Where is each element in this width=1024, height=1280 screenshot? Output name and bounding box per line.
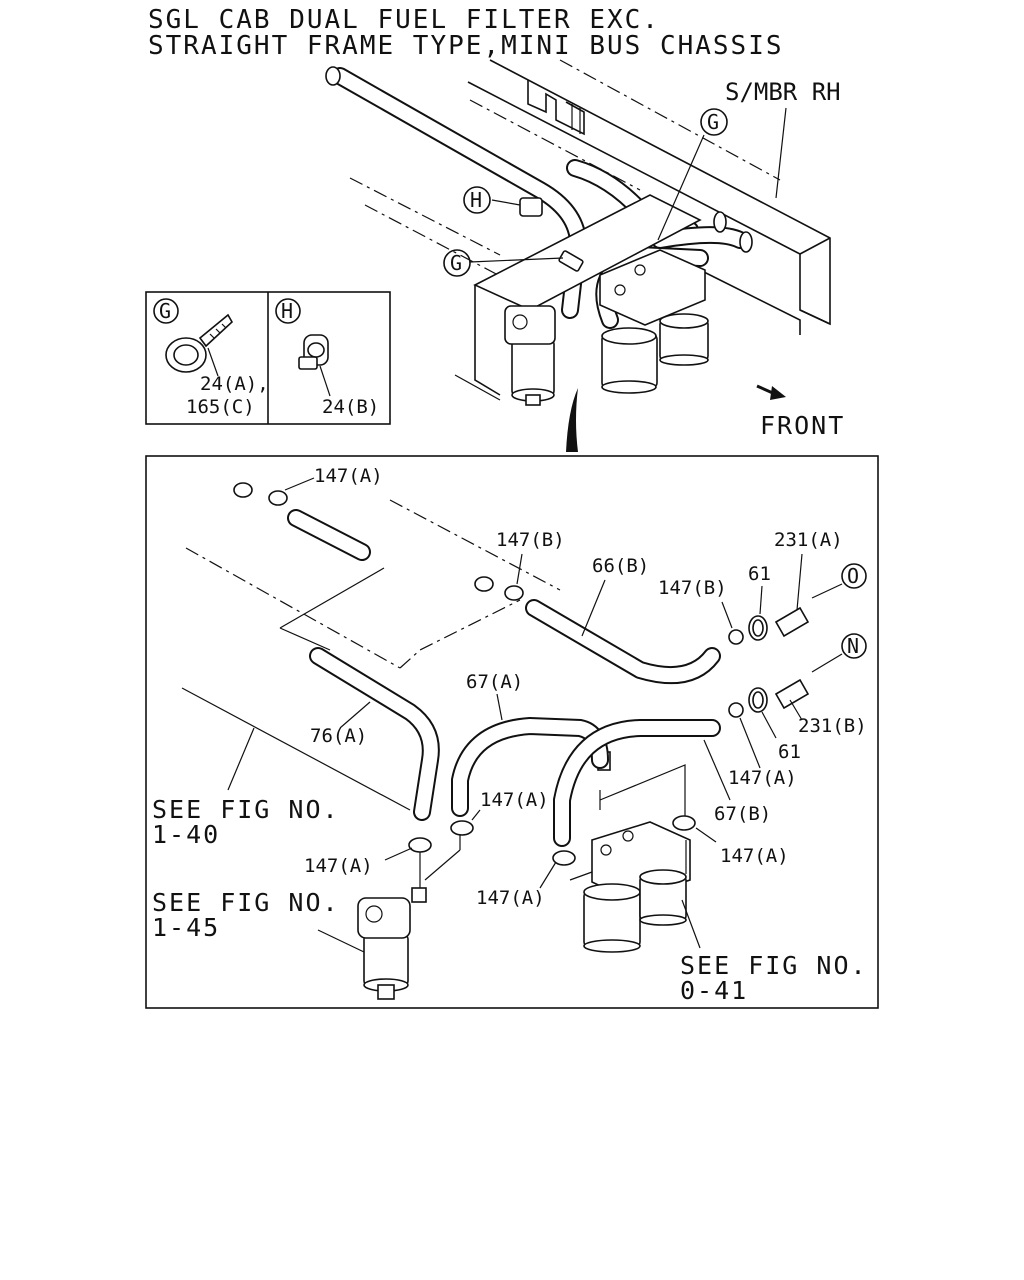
callout-g-left: G <box>450 251 462 275</box>
label-147b-mid: 147(B) <box>496 529 565 551</box>
inset-g-part-line1: 24(A), <box>200 373 269 395</box>
top-assembly-view: S/MBR RH <box>325 59 845 452</box>
label-67b: 67(B) <box>714 803 771 825</box>
ref-fig-1-40-line1: SEE FIG NO. <box>152 795 340 824</box>
diagram-title-line2: STRAIGHT FRAME TYPE,MINI BUS CHASSIS <box>148 31 784 61</box>
label-61-top: 61 <box>748 563 771 585</box>
label-66b: 66(B) <box>592 555 649 577</box>
label-147a-top: 147(A) <box>314 465 383 487</box>
label-61-bottom: 61 <box>778 741 801 763</box>
top-filter-assembly <box>504 249 709 406</box>
dual-fuel-filter <box>569 821 691 953</box>
side-member-label: S/MBR RH <box>725 78 841 106</box>
label-147a-left: 147(A) <box>304 855 373 877</box>
label-147b-right: 147(B) <box>658 577 727 599</box>
label-67a: 67(A) <box>466 671 523 693</box>
hose-clip-icon <box>298 334 329 370</box>
inset-g-marker: G <box>159 299 171 323</box>
label-147a-right: 147(A) <box>728 767 797 789</box>
diagram-title-line1: SGL CAB DUAL FUEL FILTER EXC. <box>148 5 660 35</box>
ref-fig-0-41-line1: SEE FIG NO. <box>680 951 868 980</box>
callout-g-right: G <box>707 110 719 134</box>
side-member-rh <box>349 59 831 335</box>
detail-pointer-arrow <box>566 388 578 452</box>
ref-fig-1-40-line2: 1-40 <box>152 820 220 849</box>
label-231a: 231(A) <box>774 529 843 551</box>
label-147a-bottom: 147(A) <box>476 887 545 909</box>
front-label: FRONT <box>760 411 845 440</box>
label-76a: 76(A) <box>310 725 367 747</box>
primary-fuel-filter <box>357 835 461 1000</box>
inset-h-part: 24(B) <box>322 396 379 418</box>
exploded-detail-view: O N <box>145 455 879 1009</box>
label-147a-center: 147(A) <box>480 789 549 811</box>
connector-o-marker: O <box>847 564 859 588</box>
label-231b: 231(B) <box>798 715 867 737</box>
ref-fig-1-45-line2: 1-45 <box>152 913 220 942</box>
connector-n-marker: N <box>847 634 859 658</box>
band-clamps-61 <box>748 615 768 713</box>
hose-clamps <box>268 490 744 866</box>
front-direction-arrow <box>756 384 786 400</box>
ref-fig-1-45-line1: SEE FIG NO. <box>152 888 340 917</box>
cable-tie-icon <box>165 313 234 373</box>
fitting-top-left <box>233 482 253 498</box>
label-147a-farright: 147(A) <box>720 845 789 867</box>
clip-detail-inset: G 24(A), 165(C) H 24(B) <box>145 291 391 425</box>
inset-h-marker: H <box>281 299 293 323</box>
hose-connectors-231 <box>774 606 810 710</box>
fitting-mid <box>474 576 494 592</box>
inset-g-part-line2: 165(C) <box>186 396 255 418</box>
callout-h-top: H <box>470 188 482 212</box>
ref-fig-0-41-line2: 0-41 <box>680 976 748 1005</box>
leader-lines <box>227 477 803 953</box>
